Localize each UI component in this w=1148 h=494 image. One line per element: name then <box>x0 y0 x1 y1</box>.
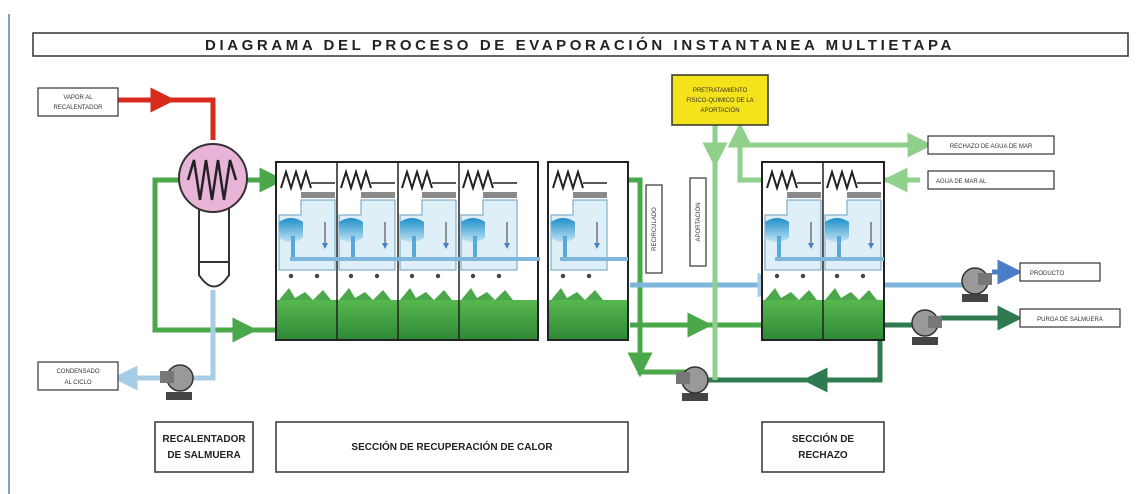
producto-box: PRODUCTO <box>1019 262 1101 282</box>
vapor-label-line1: VAPOR AL <box>63 95 93 101</box>
distillate-drop-pipe <box>837 236 841 260</box>
distillate-drop-pipe <box>291 236 295 260</box>
distillate-drop-pipe <box>473 236 477 260</box>
heater-coil <box>186 159 238 201</box>
recirculado-label: RECIRCULADO <box>652 207 658 251</box>
pretratamiento-box: PRETRATAMIENTO FISICO-QUIMICO DE LA APOR… <box>671 74 769 126</box>
demister <box>787 192 821 198</box>
rechazo-agua-mar-label: RECHAZO DE AGUA DE MAR <box>950 144 1033 150</box>
rechazo-agua-mar-box: RECHAZO DE AGUA DE MAR <box>927 135 1055 155</box>
droplet-icon <box>496 273 502 279</box>
purge-pipe <box>703 305 1023 393</box>
distillate-drop-pipe <box>563 236 567 260</box>
recuperacion-section-box: SECCIÓN DE RECUPERACIÓN DE CALOR <box>275 421 629 473</box>
distillate-tray <box>765 218 789 242</box>
recuperacion-label: SECCIÓN DE RECUPERACIÓN DE CALOR <box>351 440 553 453</box>
demister <box>301 192 335 198</box>
demister <box>361 192 395 198</box>
brine-surface <box>339 288 391 300</box>
droplet-icon <box>834 273 840 279</box>
droplet-icon <box>774 273 780 279</box>
condensado-label-line2: AL CICLO <box>64 380 91 386</box>
brine-surface <box>765 288 817 300</box>
distillate-tray <box>825 218 849 242</box>
brine-surface <box>400 288 452 300</box>
stage-internals <box>278 162 884 340</box>
rechazo-section-box: SECCIÓN DE RECHAZO <box>761 421 885 473</box>
condenser-coil-icon <box>766 168 798 192</box>
distillate-tray <box>279 218 303 242</box>
rechazo-line1: SECCIÓN DE <box>792 432 855 445</box>
condensate-pipe <box>112 290 216 391</box>
product-pump-icon <box>961 267 992 302</box>
aportacion-label: APORTACIÓN <box>695 202 702 241</box>
brine-heater <box>178 143 248 288</box>
droplet-icon <box>586 273 592 279</box>
agua-de-mar-box: AGUA DE MAR AL <box>927 170 1055 190</box>
purga-salmuera-label: PURGA DE SALMUERA <box>1037 317 1103 323</box>
droplet-icon <box>409 273 415 279</box>
droplet-icon <box>800 273 806 279</box>
steam-pipe <box>118 87 216 140</box>
vapor-label-line2: RECALENTADOR <box>54 105 104 111</box>
pretratamiento-line1: PRETRATAMIENTO <box>693 88 748 94</box>
droplet-icon <box>374 273 380 279</box>
recalentador-line2: DE SALMUERA <box>167 450 240 461</box>
distillate-drop-pipe <box>777 236 781 260</box>
condenser-coil-icon <box>826 168 858 192</box>
vapor-label-box: VAPOR AL RECALENTADOR <box>37 87 119 117</box>
droplet-icon <box>288 273 294 279</box>
recirculation-pump-icon <box>676 366 709 401</box>
demister <box>847 192 881 198</box>
purga-salmuera-box: PURGA DE SALMUERA <box>1019 308 1121 328</box>
condenser-coil-icon <box>340 168 372 192</box>
producto-label: PRODUCTO <box>1030 271 1065 277</box>
brine-surface <box>279 288 331 300</box>
droplet-icon <box>314 273 320 279</box>
brine-surface <box>551 288 603 300</box>
distillate-tray <box>400 218 424 242</box>
condenser-coil-icon <box>401 168 433 192</box>
demister <box>483 192 517 198</box>
demister <box>573 192 607 198</box>
condensate-pump-icon <box>160 364 194 400</box>
droplet-icon <box>348 273 354 279</box>
pretratamiento-line3: APORTACIÓN <box>700 107 739 114</box>
droplet-icon <box>435 273 441 279</box>
recalentador-section-box: RECALENTADOR DE SALMUERA <box>154 421 254 473</box>
condensado-label-box: CONDENSADO AL CICLO <box>37 361 119 391</box>
condenser-coil-icon <box>552 168 584 192</box>
aportacion-label-box: APORTACIÓN <box>689 177 707 267</box>
pretratamiento-line2: FISICO-QUIMICO DE LA <box>686 98 753 104</box>
title-box: DIAGRAMA DEL PROCESO DE EVAPORACIÓN INST… <box>32 32 1129 57</box>
recirculado-label-box: RECIRCULADO <box>645 184 663 274</box>
distillate-tray <box>551 218 575 242</box>
recalentador-line1: RECALENTADOR <box>162 434 246 445</box>
purge-pump-icon <box>911 309 942 345</box>
brine-surface <box>825 288 877 300</box>
condenser-coil-icon <box>462 168 494 192</box>
condenser-coil-icon <box>280 168 312 192</box>
demister <box>422 192 456 198</box>
distillate-drop-pipe <box>351 236 355 260</box>
agua-de-mar-label: AGUA DE MAR AL <box>936 179 987 185</box>
diagram-title: DIAGRAMA DEL PROCESO DE EVAPORACIÓN INST… <box>205 36 955 54</box>
condensado-label-line1: CONDENSADO <box>56 369 99 375</box>
distillate-tray <box>339 218 363 242</box>
droplet-icon <box>860 273 866 279</box>
distillate-drop-pipe <box>412 236 416 260</box>
rechazo-line2: RECHAZO <box>798 450 848 461</box>
distillate-tray <box>461 218 485 242</box>
droplet-icon <box>560 273 566 279</box>
brine-surface <box>461 288 513 300</box>
droplet-icon <box>470 273 476 279</box>
